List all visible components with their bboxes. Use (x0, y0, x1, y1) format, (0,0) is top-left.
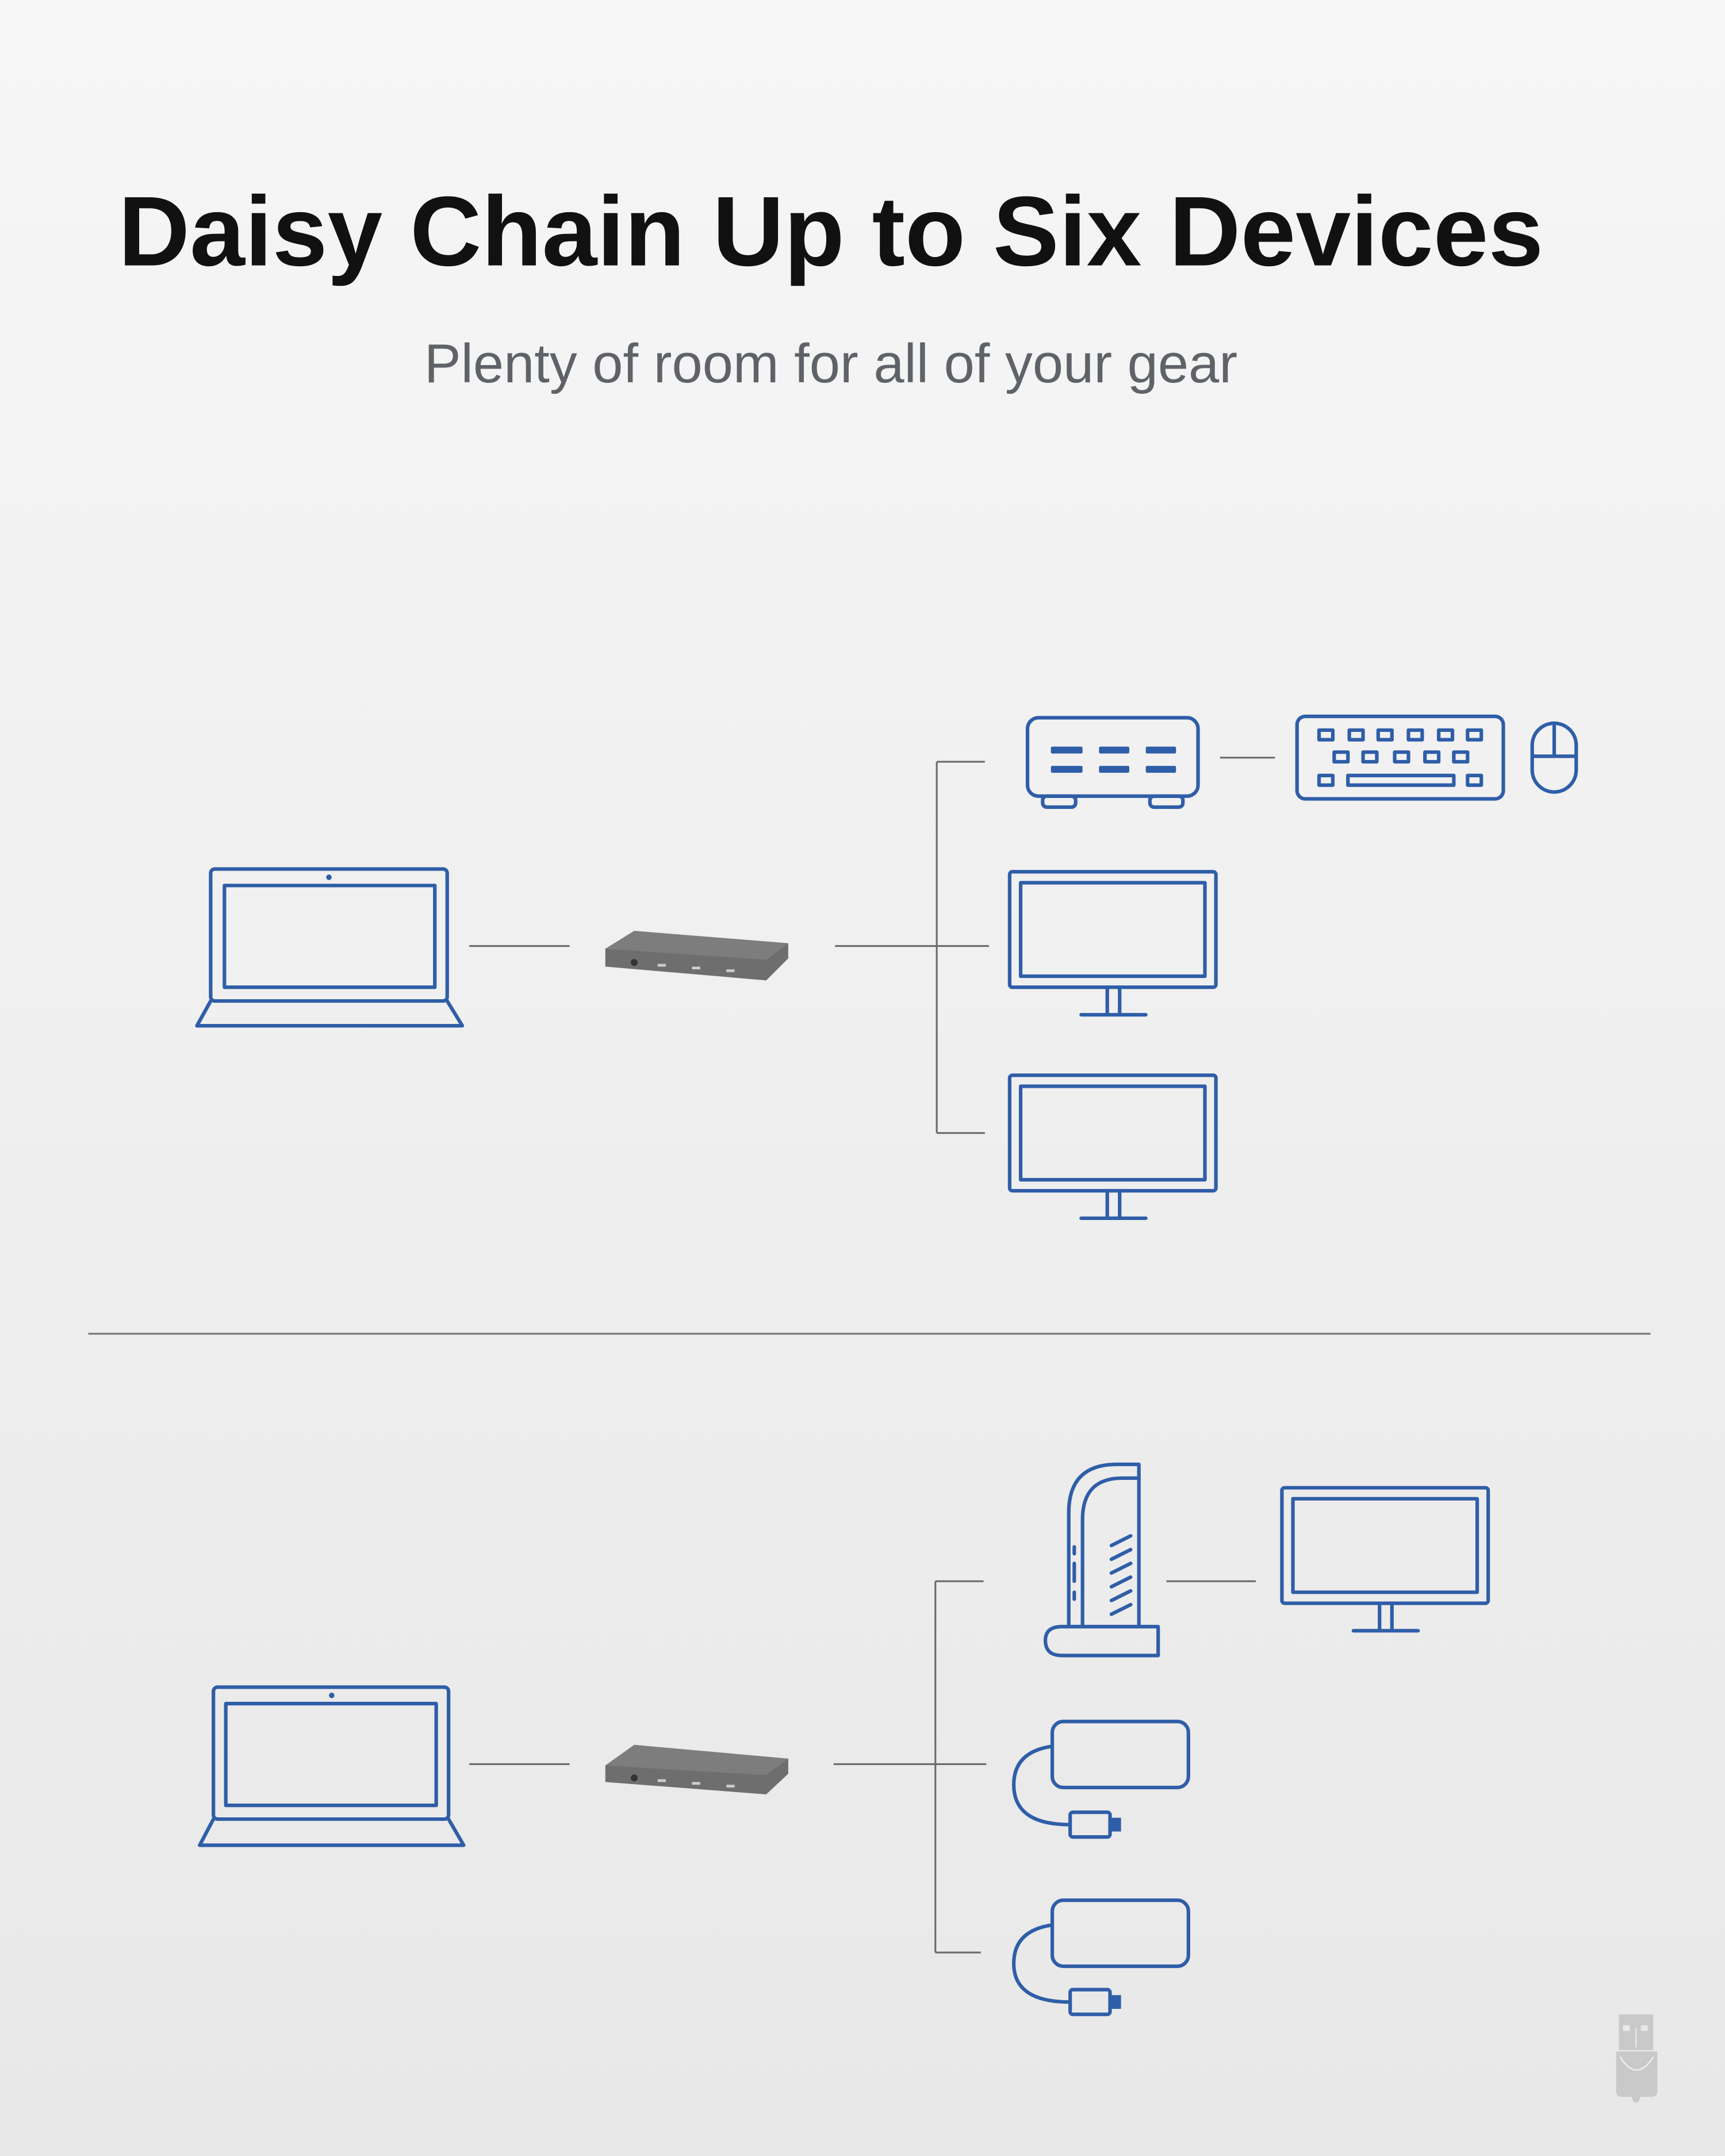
monitor-icon (1007, 1073, 1218, 1221)
laptop-icon (195, 867, 465, 1028)
monitor-icon (1007, 870, 1218, 1017)
page-title: Daisy Chain Up to Six Devices (118, 177, 1543, 287)
connector-tree (835, 761, 990, 1134)
page-subtitle: Plenty of room for all of your gear (424, 333, 1237, 394)
mouse-icon (1530, 721, 1578, 794)
thunderbolt-hub-image (605, 931, 788, 981)
docking-station-icon (1043, 1462, 1160, 1658)
keyboard-icon (1295, 714, 1505, 801)
usb-logo-icon (1616, 2014, 1658, 2103)
connector-tree (833, 1580, 987, 1954)
external-drive-icon (1011, 1898, 1190, 2016)
thunderbolt-hub-image (605, 1744, 788, 1795)
diagram-bottom (198, 1462, 1490, 2016)
diagram-top (195, 714, 1578, 1221)
monitor-icon (1280, 1486, 1490, 1633)
usb-hub-icon (1025, 716, 1200, 809)
laptop-icon (198, 1685, 466, 1847)
external-drive-icon (1011, 1720, 1190, 1839)
